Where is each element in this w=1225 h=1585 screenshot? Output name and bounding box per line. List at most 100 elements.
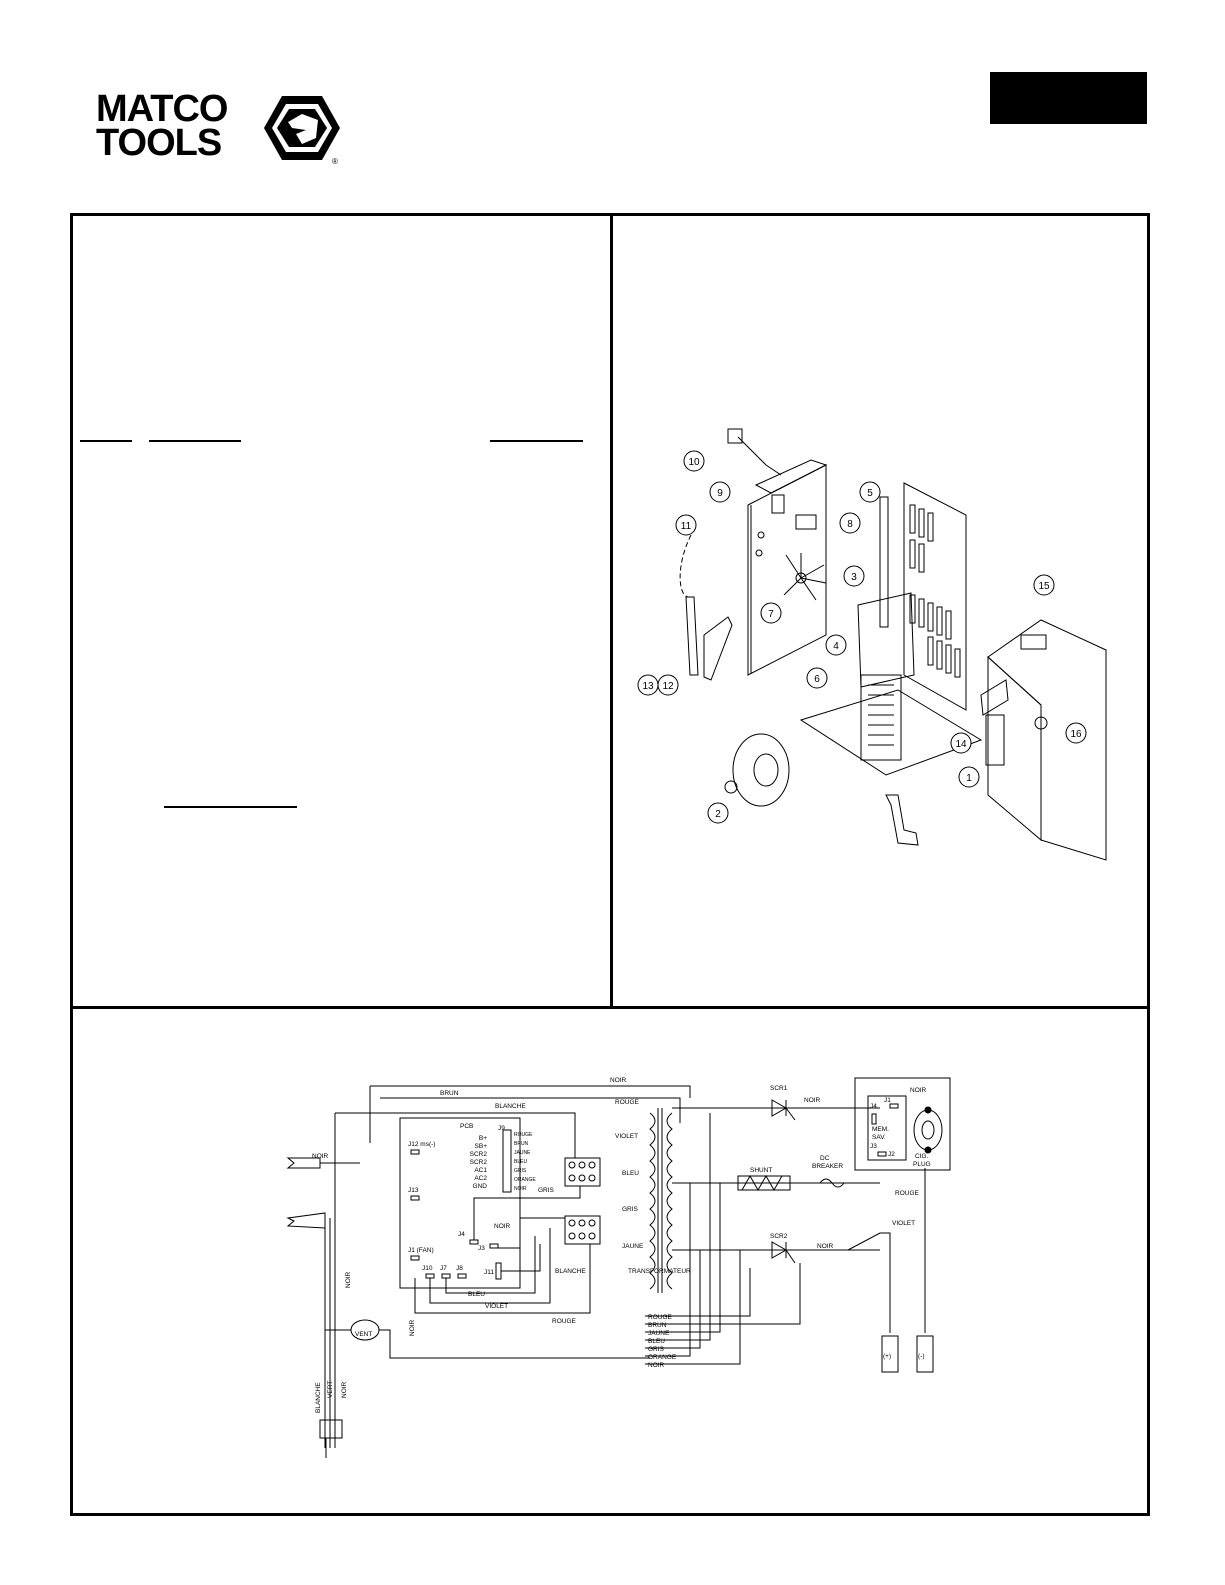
shunt-label: SHUNT	[750, 1167, 772, 1174]
callout-16: 16	[1065, 722, 1087, 744]
j9-pins: B+ SB+ SCR2 SCR2 AC1 AC2 GND	[470, 1135, 488, 1190]
wire-label-jaune: JAUNE	[622, 1243, 644, 1250]
cord-label-blanche: BLANCHE	[315, 1382, 322, 1413]
callout-12-text: 12	[662, 681, 674, 692]
model-label-box	[990, 72, 1147, 124]
wire-label-gris-pcb: GRIS	[538, 1187, 555, 1194]
pin-color-orange: ORANGE	[514, 1177, 536, 1183]
pin-scr2-a: SCR2	[470, 1151, 488, 1158]
harness-noir: NOIR	[648, 1362, 665, 1369]
callout-14: 14	[950, 732, 972, 754]
callout-3-text: 3	[851, 572, 857, 583]
callout-9: 9	[709, 481, 731, 503]
callout-1: 1	[958, 766, 980, 788]
breaker-label-dc: DC	[820, 1155, 830, 1162]
wire-label-gris: GRIS	[622, 1206, 639, 1213]
callout-4: 4	[825, 634, 847, 656]
wire-label-noir-j4: NOIR	[494, 1223, 511, 1230]
callout-10: 10	[683, 450, 705, 472]
cord-label-noir: NOIR	[341, 1381, 348, 1398]
pcb-label: PCB	[460, 1123, 473, 1130]
j10-label: J10	[422, 1265, 433, 1272]
callout-16-text: 16	[1070, 729, 1082, 740]
wire-label-noir-vertical: NOIR	[345, 1271, 352, 1288]
callout-5: 5	[859, 481, 881, 503]
callout-labels: 10 9 11 8 5 3 7 4 6 13 12 2 15 14 16 1	[637, 450, 1087, 824]
pin-color-noir: NOIR	[514, 1186, 527, 1192]
callout-11-text: 11	[681, 521, 692, 532]
wire-label-blanche: BLANCHE	[495, 1103, 526, 1110]
callout-2-text: 2	[715, 809, 721, 820]
parts-list-panel	[70, 213, 613, 1009]
mem-j4-label: J4	[870, 1103, 877, 1110]
wire-label-noir-scr2: NOIR	[817, 1243, 834, 1250]
j7-label: J7	[440, 1265, 447, 1272]
cord-label-vert: VERT	[327, 1381, 334, 1398]
wire-label-bleu: BLEU	[622, 1170, 639, 1177]
scr1-label: SCR1	[770, 1085, 788, 1092]
harness-bleu: BLEU	[648, 1338, 665, 1345]
pin-color-bleu: BLEU	[514, 1159, 527, 1165]
mem-j2-label: J2	[888, 1151, 895, 1158]
callout-13: 13	[637, 674, 659, 696]
mem-sav-label-2: SAV.	[872, 1134, 886, 1141]
transformer-label: TRANSFORMATEUR	[628, 1268, 691, 1275]
breaker-label: BREAKER	[812, 1163, 843, 1170]
accessories-rule	[164, 806, 297, 808]
callout-12: 12	[657, 674, 679, 696]
wire-label-noir-top: NOIR	[610, 1077, 627, 1084]
j3-label: J3	[478, 1245, 485, 1252]
matco-tools-logo: MATCO TOOLS	[96, 88, 228, 164]
pin-bplus: B+	[479, 1135, 487, 1142]
wire-label-violet: VIOLET	[615, 1133, 638, 1140]
callout-5-text: 5	[867, 488, 873, 499]
harness-rouge: ROUGE	[648, 1314, 673, 1321]
wire-label-brun: BRUN	[440, 1090, 459, 1097]
callout-1-text: 1	[966, 773, 972, 784]
j9-label: J9	[498, 1125, 505, 1132]
j8-label: J8	[456, 1265, 463, 1272]
pin-color-brun: BRUN	[514, 1141, 529, 1147]
cig-label-2: PLUG	[913, 1161, 931, 1168]
mem-j1-label: J1	[884, 1097, 891, 1104]
j9-pin-colors: ROUGE BRUN JAUNE BLEU GRIS ORANGE NOIR	[514, 1132, 536, 1192]
cig-label-1: CIG.	[915, 1153, 929, 1160]
mem-sav-label-1: MEM.	[872, 1126, 889, 1133]
wire-label-bleu-pcb: BLEU	[468, 1291, 485, 1298]
harness-gris: GRIS	[648, 1346, 665, 1353]
j12-label: J12 ms(-)	[408, 1141, 435, 1148]
callout-10-text: 10	[688, 457, 700, 468]
callout-7: 7	[760, 602, 782, 624]
matco-hex-icon: ®	[264, 96, 340, 166]
mem-j3-label: J3	[870, 1143, 877, 1150]
harness-brun: BRUN	[648, 1322, 667, 1329]
pin-sbplus: SB+	[475, 1143, 488, 1150]
wiring-diagram-panel	[70, 1006, 1150, 1516]
callout-6: 6	[806, 667, 828, 689]
callout-6-text: 6	[814, 674, 820, 685]
wiring-diagram: NOIR BRUN BLANCHE ROUGE VIOLET BLEU GRIS…	[286, 1077, 951, 1458]
logo-word-tools: TOOLS	[96, 122, 222, 164]
wire-label-noir-fan: NOIR	[409, 1319, 416, 1336]
header-rule-item	[80, 440, 132, 442]
j11-label: J11	[484, 1269, 494, 1276]
j4-label: J4	[458, 1231, 465, 1238]
callout-15: 15	[1033, 574, 1055, 596]
callout-7-text: 7	[768, 609, 774, 620]
callout-2: 2	[707, 802, 729, 824]
wire-label-violet-pcb: VIOLET	[485, 1303, 508, 1310]
harness-orange: ORANGE	[648, 1354, 677, 1361]
positive-terminal-label: (+)	[883, 1353, 891, 1360]
j1-label: J1 (FAN)	[408, 1247, 434, 1254]
pin-color-jaune: JAUNE	[514, 1150, 531, 1156]
pin-color-gris: GRIS	[514, 1168, 527, 1174]
callout-9-text: 9	[717, 488, 723, 499]
wire-label-noir-plug: NOIR	[312, 1153, 329, 1160]
registered-mark: ®	[332, 157, 338, 166]
negative-terminal-label: (-)	[918, 1353, 925, 1360]
callout-11: 11	[675, 514, 697, 536]
callout-8: 8	[839, 512, 861, 534]
header-rule-description	[490, 440, 583, 442]
wire-label-rouge-out: ROUGE	[895, 1190, 920, 1197]
logo-word-matco: MATCO	[96, 88, 228, 130]
